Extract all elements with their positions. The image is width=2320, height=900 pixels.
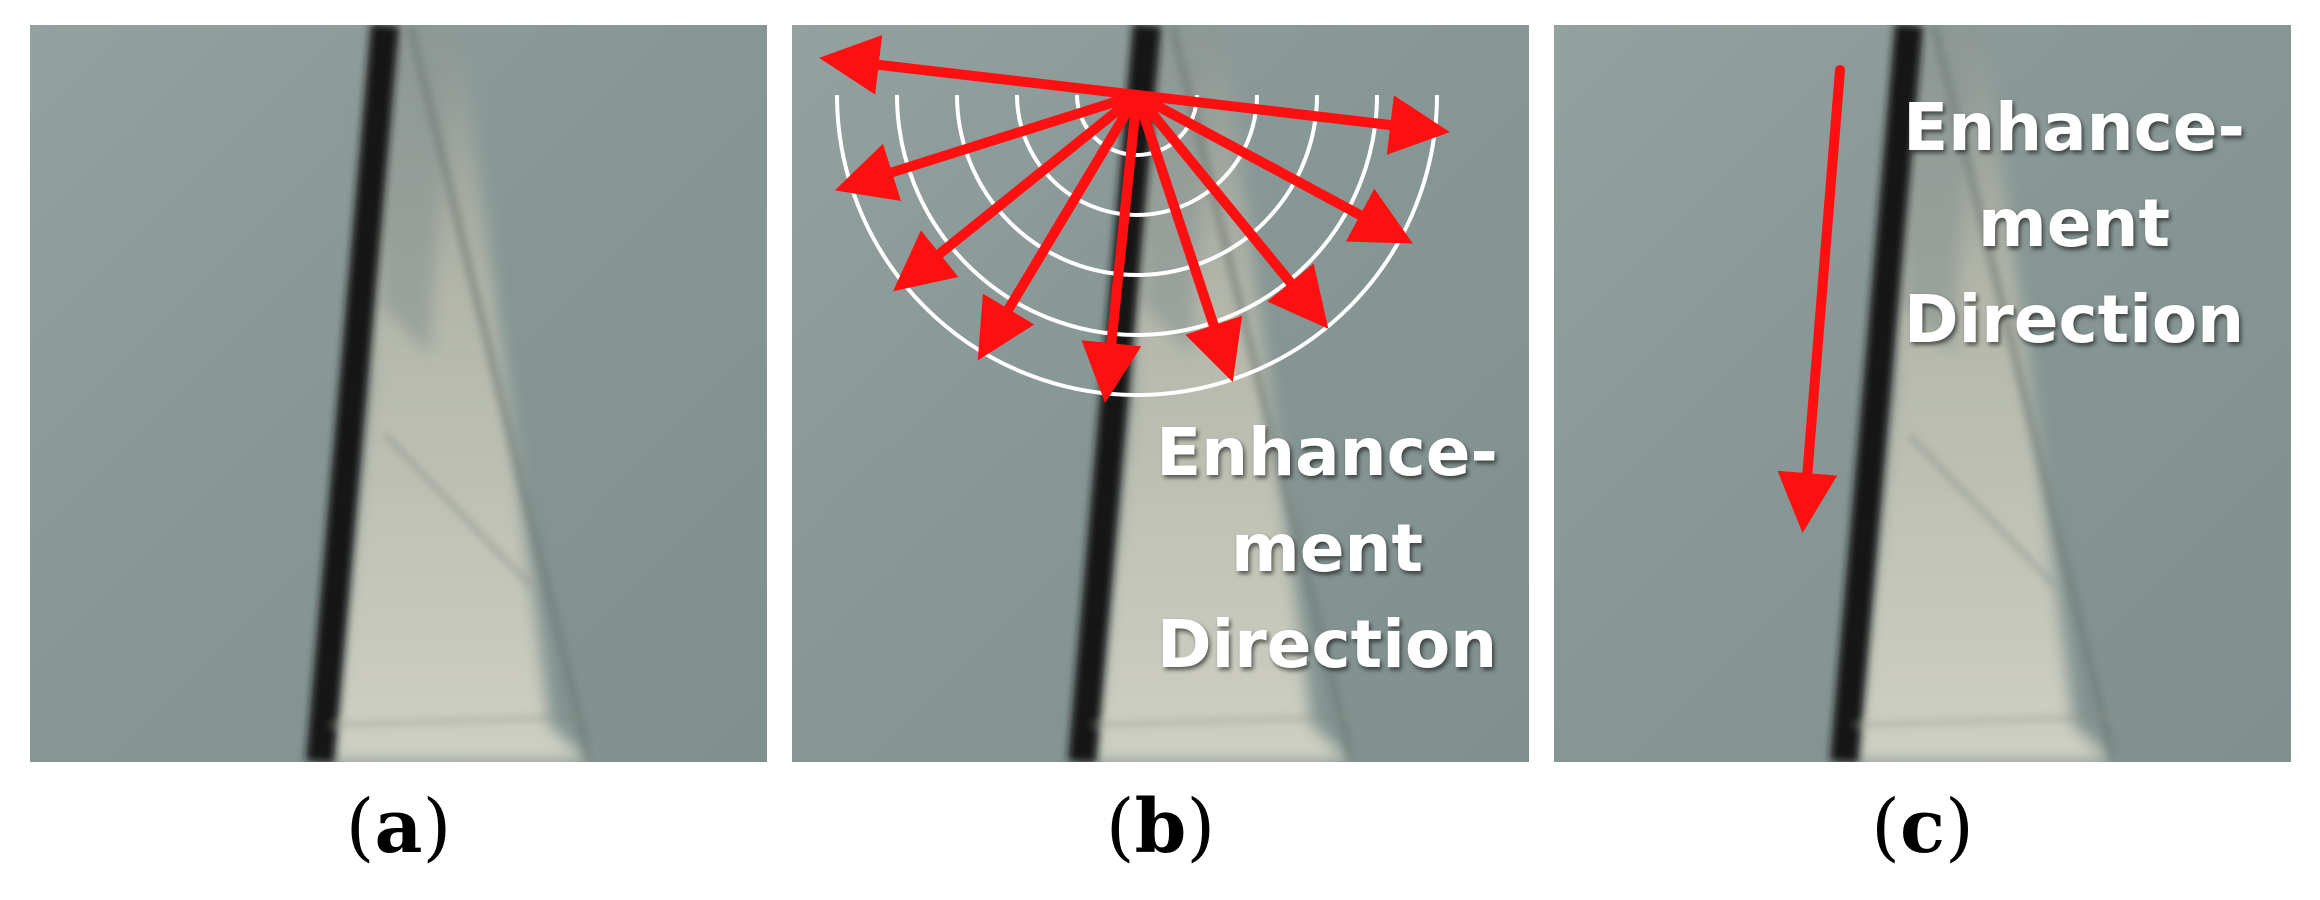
sailboat-mast-photo [792,25,1529,762]
label-line: ment [1977,185,2171,262]
caption-a: (a) [345,784,452,870]
image-panel-c: Enhance- ment Direction [1554,25,2291,762]
caption-c: (c) [1871,784,1974,870]
enhancement-direction-label: Enhance- ment Direction [1152,405,1502,693]
image-panel-a [30,25,767,762]
label-line: Direction [1156,606,1498,683]
enhancement-direction-label: Enhance- ment Direction [1884,80,2264,368]
label-line: ment [1230,510,1424,587]
caption-letter: c [1899,784,1946,870]
fan-arrows-icon [819,35,1450,403]
image-panel-b: Enhance- ment Direction [792,25,1529,762]
down-arrow-icon [1777,65,1845,533]
label-line: Enhance- [1903,89,2245,166]
label-line: Direction [1903,281,2245,358]
caption-b: (b) [1105,784,1216,870]
sailboat-mast-photo [1554,25,2291,762]
sailboat-mast-photo [30,25,767,762]
caption-letter: a [374,784,423,870]
label-line: Enhance- [1156,414,1498,491]
caption-letter: b [1134,784,1187,870]
